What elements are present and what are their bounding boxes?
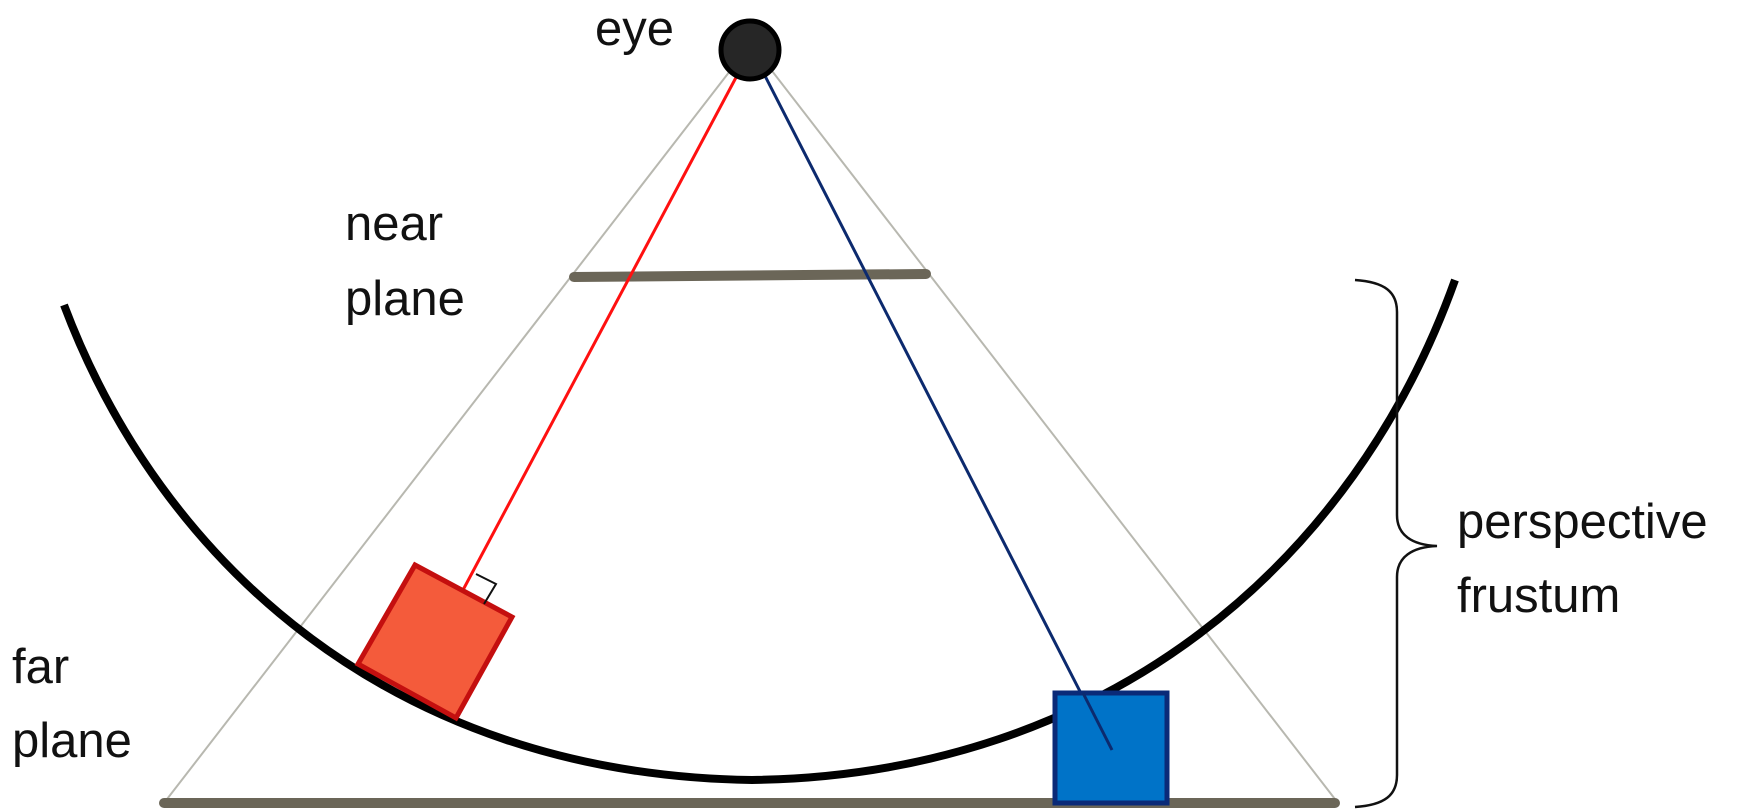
brace-icon [1354, 278, 1438, 809]
far-sphere-arc [60, 278, 1459, 785]
red-ray [461, 69, 742, 591]
far-plane-label-line1: far [12, 640, 69, 694]
blue-ray [760, 69, 1112, 751]
frustum-left-edge [163, 57, 741, 804]
red-box [354, 561, 516, 722]
frustum-right-edge [761, 57, 1339, 804]
far-plane-label-line2: plane [12, 714, 132, 768]
right-angle-marker [475, 573, 498, 605]
eye-label: eye [595, 2, 674, 56]
frustum-label-line1: perspective [1457, 495, 1708, 549]
near-plane-label-line2: plane [345, 272, 465, 326]
near-plane-bar [569, 269, 931, 282]
eye-icon [718, 18, 782, 82]
frustum-label-line2: frustum [1457, 569, 1620, 623]
blue-ray-inside-box [1081, 692, 1114, 751]
near-plane-label-line1: near [345, 197, 443, 251]
